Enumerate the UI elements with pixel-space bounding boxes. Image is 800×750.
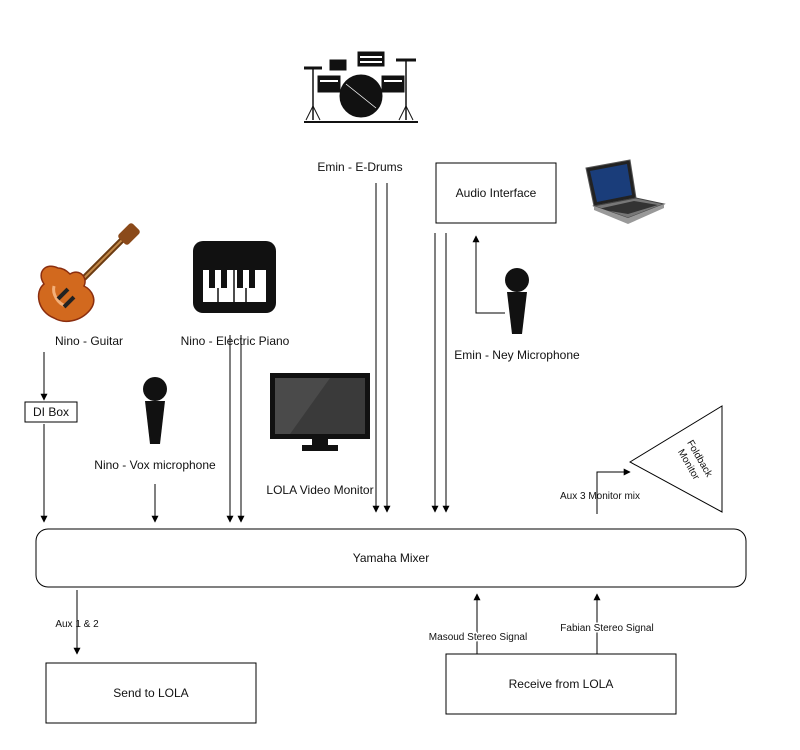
drums-label: Emin - E-Drums xyxy=(317,160,402,174)
ney-mic-label: Emin - Ney Microphone xyxy=(454,348,580,362)
video-monitor-label: LOLA Video Monitor xyxy=(266,483,373,497)
aux3-label: Aux 3 Monitor mix xyxy=(560,491,640,502)
send-to-lola-box xyxy=(45,662,257,724)
drum-kit-icon xyxy=(304,51,418,123)
piano-label: Nino - Electric Piano xyxy=(181,334,290,348)
masoud-label: Masoud Stereo Signal xyxy=(429,632,527,643)
monitor-icon xyxy=(270,373,370,451)
receive-from-lola-box xyxy=(445,653,677,715)
send-to-lola-label: Send to LOLA xyxy=(113,686,188,700)
laptop-icon xyxy=(585,159,666,224)
keyboard-piano-icon xyxy=(193,241,276,313)
di-box-label: DI Box xyxy=(33,405,69,419)
audio-interface-label: Audio Interface xyxy=(456,186,537,200)
receive-from-lola-label: Receive from LOLA xyxy=(509,677,614,691)
foldback-monitor-shape xyxy=(628,405,723,513)
arrow-ney-to-interface xyxy=(472,235,505,314)
fabian-label: Fabian Stereo Signal xyxy=(560,623,653,634)
mixer-label: Yamaha Mixer xyxy=(353,551,429,565)
aux12-label: Aux 1 & 2 xyxy=(55,619,99,630)
ney-microphone-icon xyxy=(505,268,529,334)
audio-interface-box xyxy=(435,162,557,224)
guitar-label: Nino - Guitar xyxy=(55,334,123,348)
vox-mic-label: Nino - Vox microphone xyxy=(94,458,216,472)
electric-guitar-icon xyxy=(37,223,140,323)
arrow-aux3-to-foldback xyxy=(596,468,631,514)
di-box xyxy=(24,401,78,423)
vox-microphone-icon xyxy=(143,377,167,444)
yamaha-mixer-box xyxy=(35,528,747,588)
